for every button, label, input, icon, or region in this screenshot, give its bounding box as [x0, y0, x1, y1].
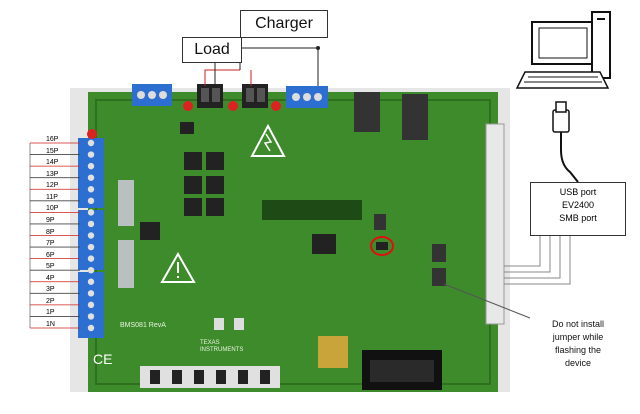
- load-wire-red: [204, 69, 240, 86]
- svg-text:CE: CE: [93, 351, 112, 367]
- terminal-screw: [87, 220, 95, 228]
- warning-triangle-icon: [250, 123, 286, 157]
- usb-box-wires: [504, 236, 571, 285]
- cell-label-15p: 15P: [46, 147, 59, 155]
- charger-terminal: [242, 84, 268, 108]
- terminal-screw: [87, 324, 95, 332]
- pcb-green: [88, 92, 498, 392]
- ti-logo-text: TEXAS INSTRUMENTS: [200, 340, 244, 353]
- charger-label: Charger: [240, 10, 328, 38]
- terminal-screw: [87, 209, 95, 216]
- terminal-screw: [87, 174, 95, 181]
- cell-wires: [29, 139, 95, 332]
- ev2400-label: EV2400: [561, 200, 595, 210]
- terminal-screw: [87, 278, 95, 285]
- cell-label-5p: 5P: [46, 263, 55, 271]
- terminal-screw: [87, 232, 95, 239]
- cell-label-14p: 14P: [46, 159, 59, 167]
- usb-port-label: USB port: [559, 187, 597, 197]
- terminal-screw: [87, 313, 95, 320]
- terminal-screw: [87, 266, 95, 274]
- cell-label-16p: 16P: [46, 136, 59, 143]
- load-terminal: [197, 84, 223, 108]
- terminal-screw: [87, 151, 95, 158]
- terminal-screw: [87, 290, 95, 297]
- cell-label-8p: 8P: [46, 228, 55, 236]
- cell-label-11p: 11P: [46, 193, 58, 201]
- top-terminal-left: [132, 84, 172, 106]
- highlight-circle: [370, 236, 394, 256]
- terminal-screw: [87, 301, 95, 309]
- terminal-screw: [87, 186, 95, 193]
- terminal-screw: [87, 255, 95, 262]
- cell-label-1p: 1P: [46, 309, 55, 317]
- cell-label-13p: 13P: [46, 170, 59, 178]
- right-connectors: [485, 123, 505, 325]
- cell-label-12p: 12P: [46, 182, 59, 190]
- terminal-screw: [87, 243, 95, 251]
- cell-label-10p: 10P: [46, 205, 59, 213]
- jumper-warning-note: Do not install jumper while flashing the…: [551, 319, 605, 368]
- cell-label-9p: 9P: [46, 216, 55, 224]
- cell-label-3p: 3P: [46, 286, 55, 294]
- ic-large: [312, 234, 336, 254]
- cell-label-7p: 7P: [46, 240, 55, 248]
- usb-ev2400-box: USB port EV2400 SMB port: [530, 182, 626, 236]
- computer-icon: [515, 11, 611, 89]
- board-name: BMS081 RevA: [120, 322, 166, 329]
- load-label: Load: [182, 37, 242, 63]
- note-pointer: [443, 283, 531, 319]
- smb-port-label: SMB port: [559, 213, 597, 223]
- top-terminal-right: [286, 86, 328, 108]
- cell-label-2p: 2P: [46, 297, 55, 305]
- terminal-screw: [87, 197, 95, 205]
- cell-label-6p: 6P: [46, 251, 55, 259]
- cell-terminal-block-1: [78, 138, 104, 208]
- charger-wire-black: [239, 38, 319, 86]
- terminal-screw: [87, 162, 95, 170]
- usb-plug-icon: [552, 101, 579, 183]
- cell-label-4p: 4P: [46, 274, 55, 282]
- caution-triangle-icon: [160, 251, 196, 283]
- bottom-connector: [362, 350, 442, 390]
- cell-label-1n: 1N: [46, 321, 55, 328]
- terminal-screw: [87, 139, 95, 147]
